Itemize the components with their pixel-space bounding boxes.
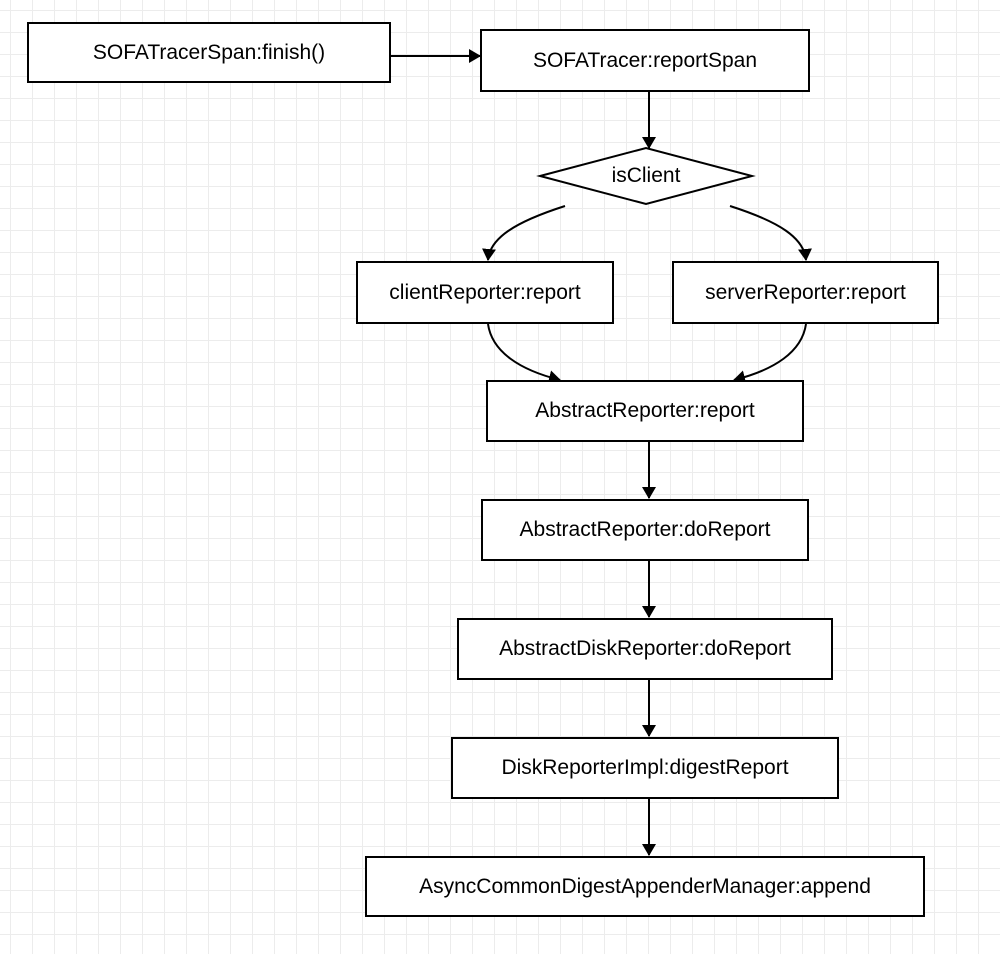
- node-sofatracerspan-finish: SOFATracerSpan:finish(): [27, 22, 391, 83]
- arrow-isclient-to-serverreporter: [729, 205, 812, 261]
- arrow-clientreporter-to-abstractreport: [487, 323, 561, 385]
- node-diskreporterimpl-digestreport: DiskReporterImpl:digestReport: [451, 737, 839, 799]
- arrow-serverreporter-to-abstractreport: [733, 323, 807, 385]
- node-abstractreporter-doreport: AbstractReporter:doReport: [481, 499, 809, 561]
- node-serverreporter-report: serverReporter:report: [672, 261, 939, 324]
- node-abstractdiskreporter-doreport: AbstractDiskReporter:doReport: [457, 618, 833, 680]
- arrow-isclient-to-clientreporter: [482, 205, 566, 261]
- node-clientreporter-report: clientReporter:report: [356, 261, 614, 324]
- isclient-decision-diamond: [536, 146, 756, 206]
- node-isclient-label: isClient: [611, 164, 681, 187]
- node-abstractreporter-report: AbstractReporter:report: [486, 380, 804, 442]
- node-sofatracer-reportspan: SOFATracer:reportSpan: [480, 29, 810, 92]
- node-asynccommondigestappendermanager-append: AsyncCommonDigestAppenderManager:append: [365, 856, 925, 917]
